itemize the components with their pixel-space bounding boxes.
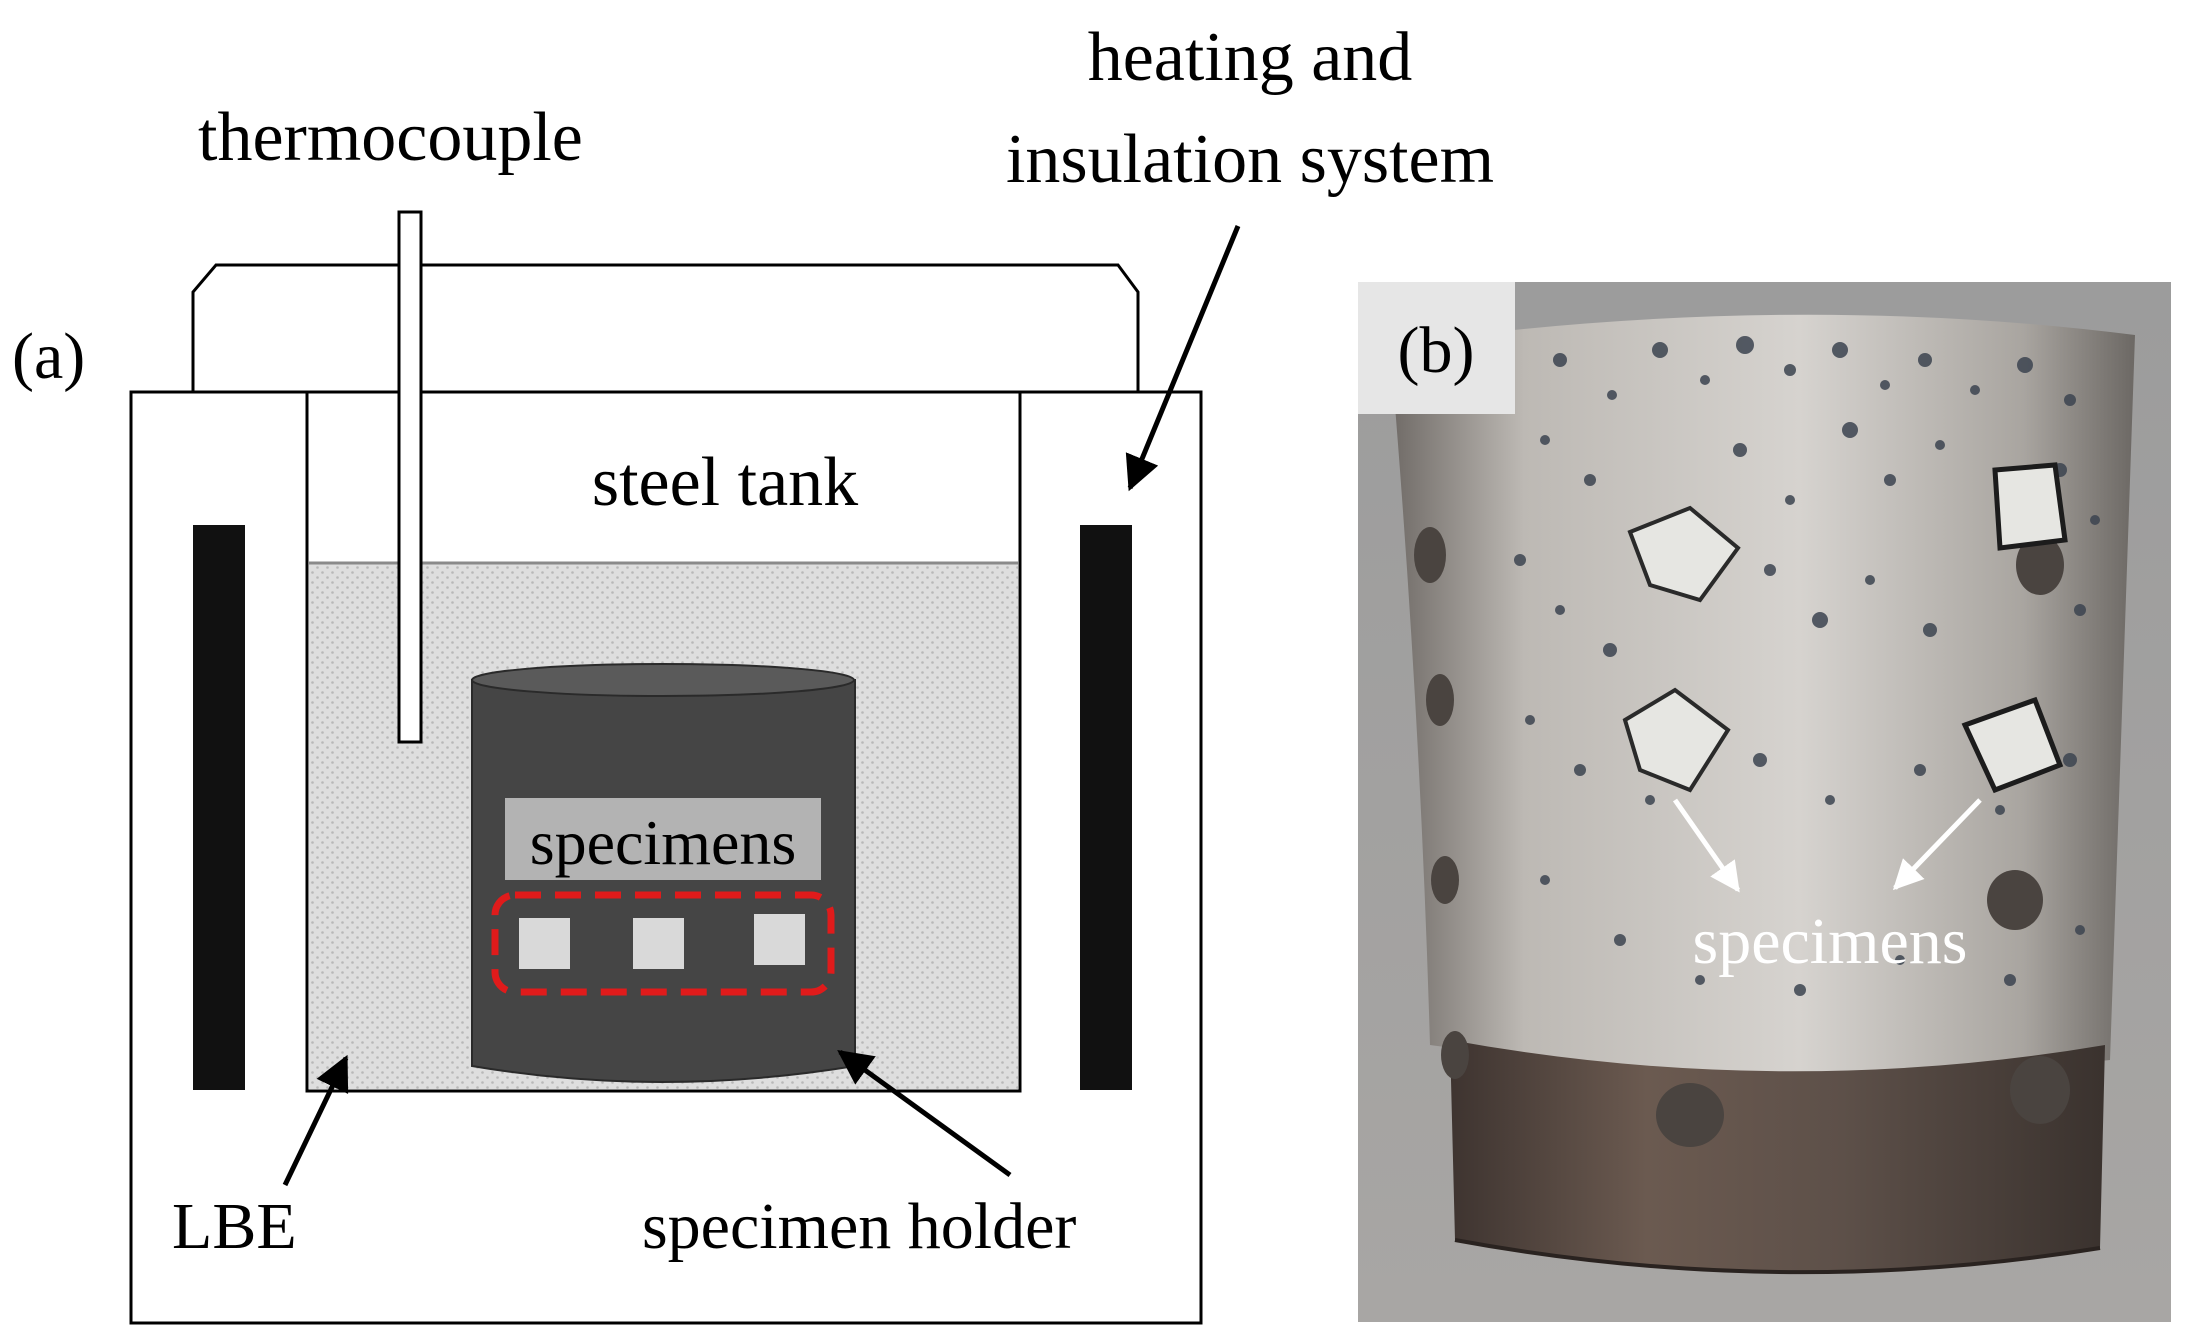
thermocouple-label: thermocouple	[198, 99, 583, 176]
panel-a-schematic: (a) thermocouple heating and insulation …	[12, 19, 1494, 1325]
holder-cylinder-band	[1450, 1040, 2105, 1273]
specimen-square-3	[754, 914, 805, 965]
panel-b-tag: (b)	[1398, 314, 1475, 387]
specimens-label: specimens	[530, 807, 797, 878]
tank-lid	[191, 263, 1140, 392]
specimen-holder-arrow	[837, 1049, 1012, 1178]
steel-tank-label: steel tank	[592, 444, 858, 521]
specimens-label-band	[505, 798, 821, 880]
panel-b-tag-box	[1358, 282, 1515, 414]
specimen-holder-label: specimen holder	[642, 1190, 1076, 1263]
specimen-holder	[471, 663, 856, 1083]
specimen-square-1	[519, 918, 570, 969]
photo-specimen-arrow-right	[1892, 798, 1982, 891]
heater-right	[1080, 525, 1132, 1090]
specimen-square-2	[633, 918, 684, 969]
panel-b-photo: specimens (b)	[1358, 282, 2171, 1322]
lbe-label: LBE	[172, 1190, 297, 1263]
photo-specimens	[1622, 462, 2068, 794]
thermocouple-rod	[397, 210, 423, 744]
lbe-arrow	[282, 1054, 349, 1187]
heater-left	[193, 525, 245, 1090]
specimens-dashed-box	[491, 891, 835, 996]
oxide-speckles	[1514, 336, 2100, 996]
heating-system-label-line1: heating and	[1088, 19, 1413, 96]
photo-specimens-label: specimens	[1693, 905, 1968, 978]
panel-a-tag: (a)	[12, 320, 85, 393]
heating-system-label-line2: insulation system	[1006, 121, 1494, 198]
heating-system-arrow	[1125, 225, 1241, 492]
holder-holes	[1414, 527, 2070, 1147]
holder-bottom-edge	[1454, 1238, 2101, 1275]
holder-cylinder-body	[1390, 314, 2135, 1075]
photo-specimen-arrow-left	[1672, 798, 1741, 893]
